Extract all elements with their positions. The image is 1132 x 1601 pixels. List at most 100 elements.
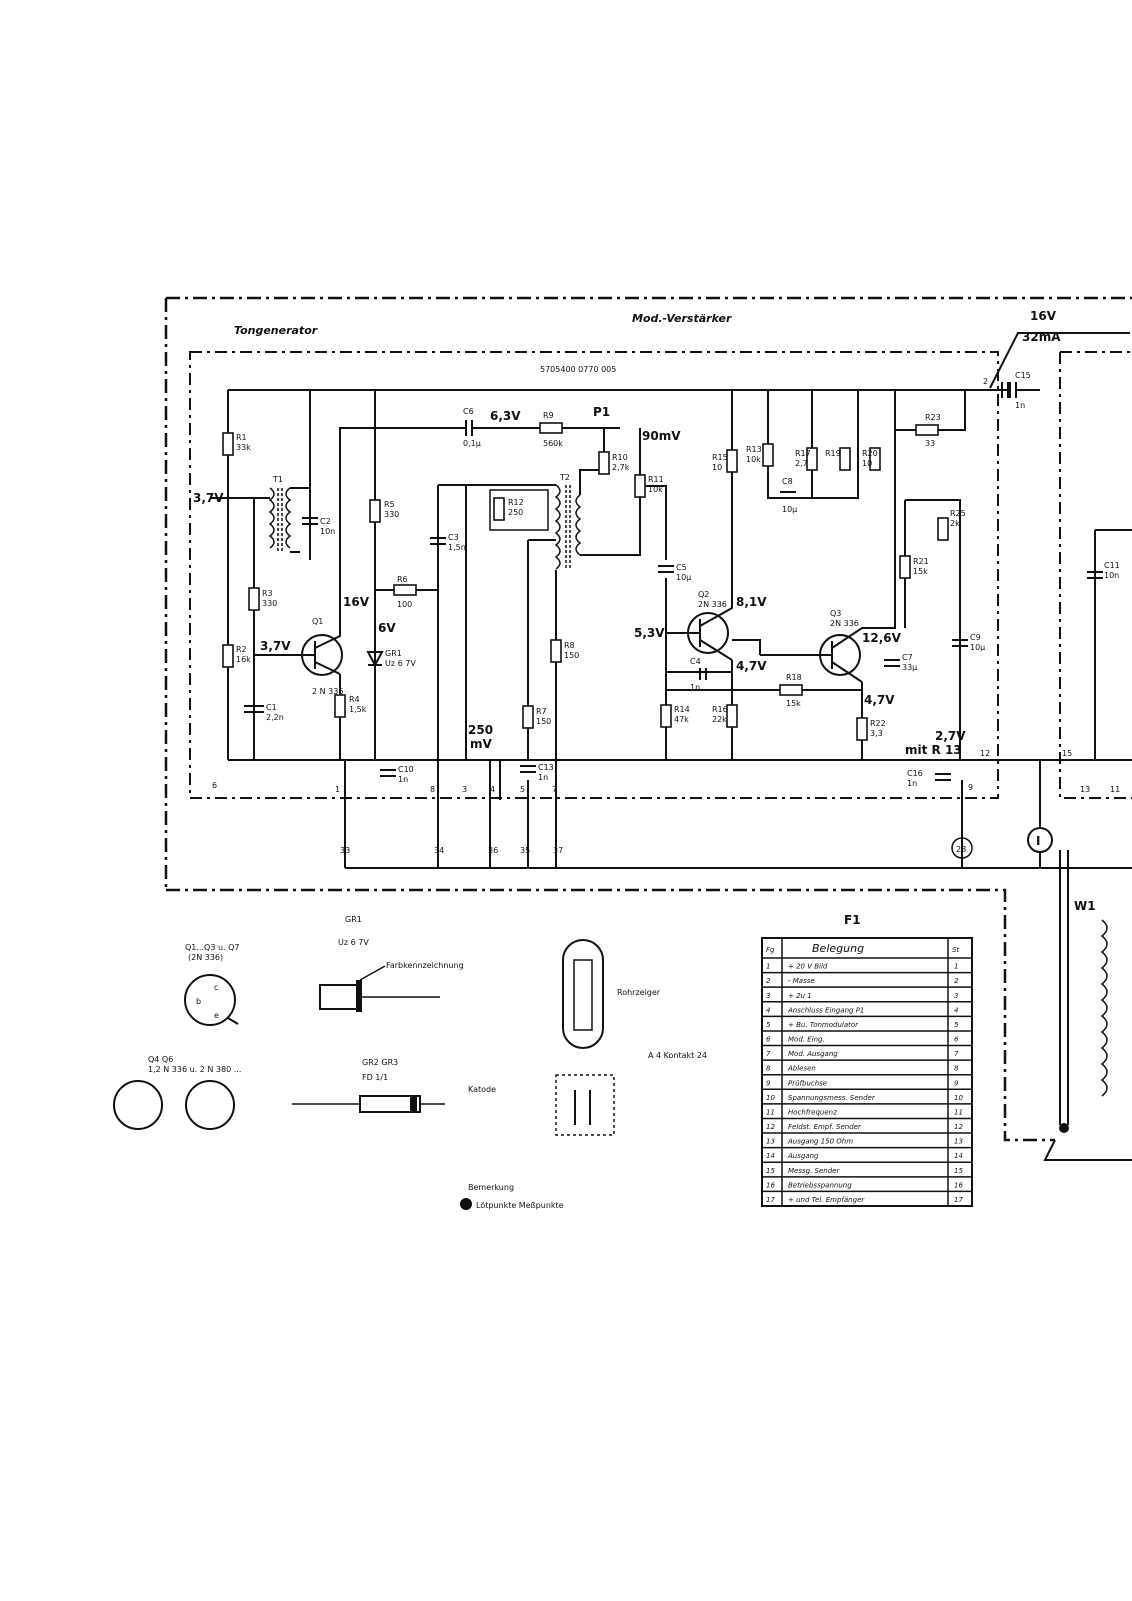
table-cell-text: Prüfbuchse	[788, 1079, 827, 1087]
legend-transistor-title: Q1...Q3 u. Q7	[185, 943, 240, 952]
t1-label: T1	[272, 475, 283, 484]
resistor-r3	[248, 587, 260, 611]
c11-label: C11	[1104, 561, 1120, 570]
r22-value: 3,3	[870, 729, 883, 738]
voltage-t1-collector: 16V	[343, 595, 370, 609]
table-cell-fg: 2	[766, 977, 771, 985]
r25-label: R25	[950, 509, 966, 518]
legend-gr1-sub: Uz 6 7V	[338, 938, 369, 947]
supply-voltage: 16V	[1030, 309, 1057, 323]
capacitor-c7	[884, 659, 900, 667]
r11-label: R11	[648, 475, 664, 484]
t2-label: T2	[559, 473, 570, 482]
connector-group: 33 34 36 35 37 28	[340, 837, 973, 859]
r12-frame	[489, 489, 549, 531]
pin-13: 13	[1080, 785, 1090, 794]
voltage-t2-collector: 8,1V	[736, 595, 767, 609]
c10-label: C10	[398, 765, 414, 774]
r5-value: 330	[384, 510, 399, 519]
capacitor-c10	[380, 769, 396, 777]
connector-37: 37	[553, 846, 563, 855]
legend-diode: GR2 GR3 FD 1/1 Katode	[292, 1058, 496, 1113]
table-cell-fg: 4	[766, 1006, 770, 1014]
legend-remark: Bemerkung Lötpunkte Meßpunkte	[460, 1183, 564, 1210]
right-partial-circuit	[1094, 529, 1132, 760]
legend-diode-title: GR2 GR3	[362, 1058, 398, 1067]
resistor-r5	[369, 499, 381, 523]
r9-label: R9	[543, 411, 554, 420]
r22-label: R22	[870, 719, 886, 728]
r19-label: R19	[825, 449, 841, 458]
voltage-zener: 6V	[378, 621, 396, 635]
resistor-r25	[937, 517, 949, 541]
capacitor-c8	[780, 491, 796, 499]
resistor-r1	[222, 432, 234, 456]
r10-value: 2,7k	[612, 463, 630, 472]
r12-label: R12	[508, 498, 524, 507]
c7-value: 33µ	[902, 663, 917, 672]
voltage-t3-collector: 12,6V	[862, 631, 902, 645]
table-cell-text: - Masse	[788, 977, 815, 985]
ammeter: I	[1027, 760, 1053, 868]
table-cell-text: + Bu. Tonmodulator	[788, 1021, 859, 1029]
legend-lower-left-sub: 1,2 N 336 u. 2 N 380 ...	[148, 1065, 241, 1074]
table-cell-st: 9	[954, 1079, 959, 1087]
r21-label: R21	[913, 557, 929, 566]
table-cell-st: 4	[954, 1006, 958, 1014]
connector-34: 34	[434, 846, 444, 855]
c9-label: C9	[970, 633, 981, 642]
coil-w1: W1	[1043, 850, 1132, 1161]
voltage-left: 3,7V	[193, 491, 224, 505]
r20-label: R20	[862, 449, 878, 458]
legend-lower-left: Q4 Q6 1,2 N 336 u. 2 N 380 ...	[113, 1055, 241, 1130]
legend-pin-e: e	[214, 1011, 219, 1020]
pin-1: 1	[335, 785, 340, 794]
legend-relay: A 4 Kontakt 24	[555, 1051, 707, 1136]
pin-7: 7	[552, 785, 557, 794]
positive-rail	[228, 382, 1040, 398]
voltage-out-note: mit R 13	[905, 743, 962, 757]
legend-tube: Rohrzeiger	[562, 939, 661, 1049]
table-cell-fg: 6	[766, 1036, 771, 1044]
p1-label: P1	[593, 405, 610, 419]
voltage-coupling: 6,3V	[490, 409, 521, 423]
capacitor-c1	[244, 705, 264, 713]
table-header-fg: Fg	[766, 946, 775, 954]
table-cell-text: Anschluss Eingang P1	[787, 1006, 864, 1014]
transformer-t2: T2	[554, 473, 582, 570]
pin-top-right: 2	[983, 377, 988, 386]
table-cell-st: 8	[954, 1065, 959, 1073]
voltage-250-unit: mV	[470, 737, 493, 751]
resistor-r20	[869, 447, 881, 471]
q3-label: Q3	[830, 609, 841, 618]
resistor-r13	[762, 443, 774, 467]
table-cell-st: 5	[954, 1021, 959, 1029]
table-header-belegung: Belegung	[812, 942, 864, 955]
table-cell-text: Messg. Sender	[788, 1167, 840, 1175]
r17-value: 2,7	[795, 459, 808, 468]
table-cell-text: Mod. Ausgang	[788, 1050, 838, 1058]
capacitor-c2	[302, 488, 318, 560]
voltage-p1: 90mV	[642, 429, 681, 443]
c4-value: 1n	[690, 683, 700, 692]
resistor-r19	[839, 447, 851, 471]
c2-value: 10n	[320, 527, 335, 536]
r3-label: R3	[262, 589, 273, 598]
tone-generator-title: Tongenerator	[234, 324, 318, 337]
r4-label: R4	[349, 695, 360, 704]
c6-label: C6	[463, 407, 474, 416]
legend-gr1: GR1 Uz 6 7V Farbkennzeichnung	[319, 915, 464, 1012]
table-cell-text: Ausgang 150 Ohm	[787, 1138, 853, 1146]
r16-label: R16	[712, 705, 728, 714]
c5-value: 10µ	[676, 573, 691, 582]
r23-value: 33	[925, 439, 935, 448]
pin-left-node: 6	[212, 781, 217, 790]
c6-value: 0,1µ	[463, 439, 481, 448]
legend-relay-label: A 4 Kontakt 24	[648, 1051, 707, 1060]
c1-label: C1	[266, 703, 277, 712]
pin-3: 3	[462, 785, 467, 794]
resistor-r17	[806, 447, 818, 471]
r7-label: R7	[536, 707, 547, 716]
table-cell-fg: 5	[766, 1021, 771, 1029]
legend-remark-text: Lötpunkte Meßpunkte	[476, 1201, 564, 1210]
